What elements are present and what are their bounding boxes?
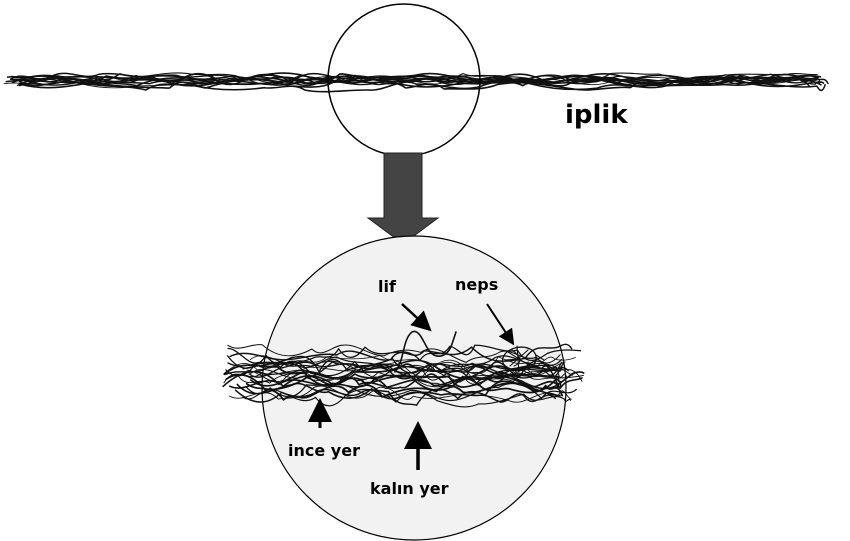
fiber-arrow: [401, 303, 432, 332]
magnified-fiber: [225, 360, 584, 379]
nep-label: neps: [455, 275, 498, 294]
yarn-fiber: [20, 74, 829, 87]
thick-place-label: kalın yer: [370, 479, 449, 498]
magnified-fiber: [227, 360, 563, 379]
magnified-fiber: [245, 382, 577, 402]
yarn-fiber: [11, 73, 825, 85]
yarn-fiber: [5, 79, 826, 93]
zoom-arrow: [366, 152, 440, 245]
magnified-fiber: [222, 370, 585, 390]
magnified-fiber: [223, 362, 562, 380]
nep-arrow: [486, 303, 515, 346]
nep: [497, 345, 545, 373]
magnified-fiber: [246, 365, 573, 386]
magnified-fiber: [249, 355, 576, 375]
yarn-fiber: [18, 76, 813, 91]
magnified-fiber: [242, 388, 571, 408]
yarn-label: iplik: [565, 100, 628, 130]
magnified-fiber: [245, 381, 563, 401]
yarn-fiber: [9, 74, 817, 86]
magnified-fiber: [236, 380, 561, 400]
thin-place-label: ince yer: [288, 441, 360, 460]
fiber-label: lif: [378, 277, 397, 296]
magnified-fiber: [249, 362, 583, 383]
magnified-fibers: [222, 343, 585, 408]
magnified-fiber: [223, 365, 568, 384]
loose-fiber: [394, 330, 457, 373]
yarn-strand: [3, 72, 829, 93]
